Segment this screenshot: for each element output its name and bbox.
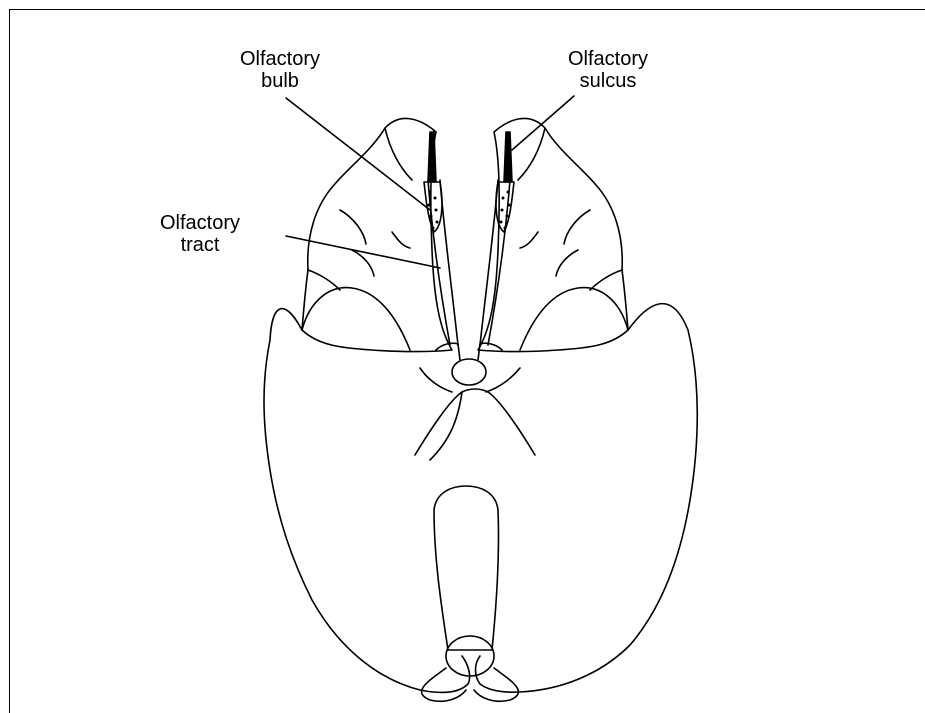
pituitary-stalk bbox=[452, 359, 486, 385]
cerebellum-fold-left bbox=[422, 668, 466, 701]
label-olfactory-sulcus-line2: sulcus bbox=[568, 70, 648, 92]
label-olfactory-bulb-line1: Olfactory bbox=[240, 48, 320, 70]
optic-tract-right bbox=[486, 368, 520, 392]
medulla bbox=[434, 486, 499, 650]
right-olfactory-sulcus bbox=[504, 132, 512, 182]
pons-outline bbox=[415, 389, 535, 455]
optic-tract-left bbox=[420, 368, 452, 392]
leader-line-olfactory-bulb bbox=[286, 98, 430, 210]
label-olfactory-tract-line2: tract bbox=[160, 234, 240, 256]
label-olfactory-bulb: Olfactory bulb bbox=[240, 48, 320, 92]
right-frontal-lobe bbox=[478, 118, 628, 351]
label-olfactory-sulcus: Olfactory sulcus bbox=[568, 48, 648, 92]
leader-line-olfactory-tract bbox=[286, 236, 440, 268]
spinal-cord-cut bbox=[446, 636, 494, 676]
right-hemisphere-outline bbox=[476, 304, 698, 693]
brainstem-left-edge bbox=[430, 392, 462, 460]
label-olfactory-sulcus-line1: Olfactory bbox=[568, 48, 648, 70]
leader-line-olfactory-sulcus bbox=[512, 96, 574, 150]
left-olfactory-sulcus bbox=[428, 132, 436, 182]
label-olfactory-bulb-line2: bulb bbox=[240, 70, 320, 92]
label-olfactory-tract: Olfactory tract bbox=[160, 212, 240, 256]
label-olfactory-tract-line1: Olfactory bbox=[160, 212, 240, 234]
left-hemisphere-outline bbox=[264, 309, 470, 693]
